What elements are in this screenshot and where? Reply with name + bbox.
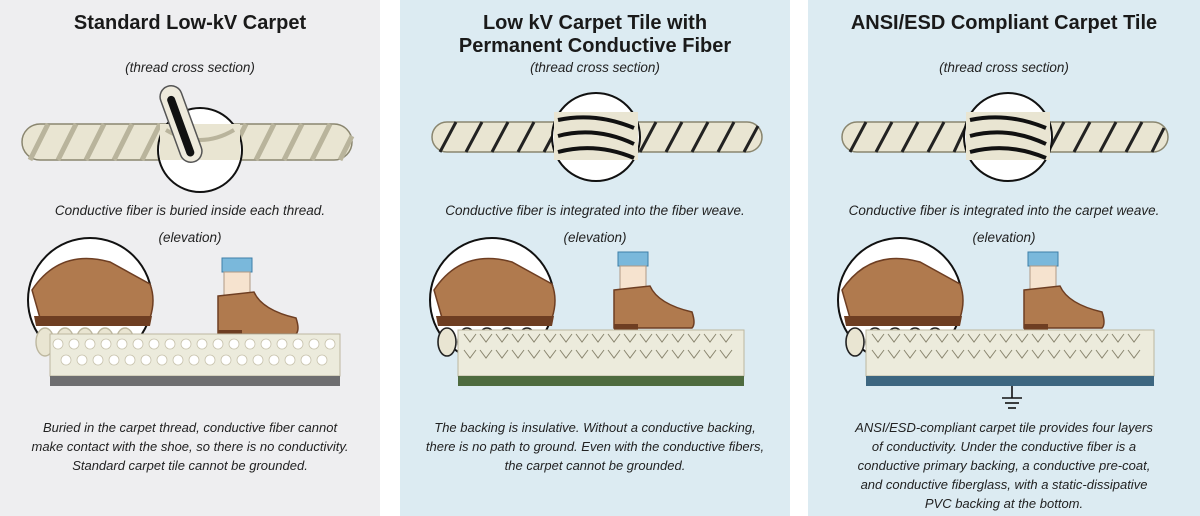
panel-title: Standard Low-kV Carpet xyxy=(0,12,380,35)
ground-symbol-icon xyxy=(1002,386,1022,409)
carpet-icon xyxy=(49,333,341,386)
panel-title: ANSI/ESD Compliant Carpet Tile xyxy=(808,12,1200,35)
thread-label: (thread cross section) xyxy=(530,60,660,75)
panel-illustration xyxy=(837,92,1169,409)
thread-label: (thread cross section) xyxy=(939,60,1069,75)
body-line: Buried in the carpet thread, conductive … xyxy=(42,420,338,435)
body-line: The backing is insulative. Without a con… xyxy=(434,420,756,435)
panel-title: Low kV Carpet Tile with Permanent Conduc… xyxy=(400,12,790,58)
magnifier-circle-icon xyxy=(551,92,641,182)
title-line: Standard Low-kV Carpet xyxy=(73,12,307,34)
body-line: conductive primary backing, a conductive… xyxy=(857,458,1151,473)
title-line: Permanent Conductive Fiber xyxy=(458,35,732,57)
carpet-icon xyxy=(865,329,1155,386)
panel-body-text: The backing is insulative. Without a con… xyxy=(410,418,780,475)
carpet-backing xyxy=(50,376,340,386)
carpet-backing xyxy=(866,376,1154,386)
thread-caption: Conductive fiber is integrated into the … xyxy=(445,203,745,218)
thread-caption: Conductive fiber is integrated into the … xyxy=(848,203,1160,218)
elevation-label: (elevation) xyxy=(158,230,222,245)
title-line: Low kV Carpet Tile with xyxy=(482,12,708,34)
title-line: ANSI/ESD Compliant Carpet Tile xyxy=(850,12,1158,34)
panel-body-text: Buried in the carpet thread, conductive … xyxy=(10,418,370,475)
body-line: the carpet cannot be grounded. xyxy=(504,458,686,473)
body-line: ANSI/ESD-compliant carpet tile provides … xyxy=(855,420,1153,435)
magnifier-circle-icon xyxy=(157,84,243,193)
body-line: and conductive fiberglass, with a static… xyxy=(860,477,1148,492)
body-line: of conductivity. Under the conductive fi… xyxy=(871,439,1137,454)
body-line: Standard carpet tile cannot be grounded. xyxy=(72,458,308,473)
panel-low-kv-carpet: Low kV Carpet Tile with Permanent Conduc… xyxy=(400,0,790,516)
shoe-icon xyxy=(1023,251,1105,330)
elevation-label: (elevation) xyxy=(563,230,627,245)
magnifier-circle-icon xyxy=(963,92,1053,182)
body-line: PVC backing at the bottom. xyxy=(924,496,1084,511)
panel-ansi-esd-carpet: ANSI/ESD Compliant Carpet Tile (thread c… xyxy=(808,0,1200,516)
elevation-label: (elevation) xyxy=(972,230,1036,245)
panel-body-text: ANSI/ESD-compliant carpet tile provides … xyxy=(818,418,1190,513)
shoe-icon xyxy=(217,257,299,336)
carpet-backing xyxy=(458,376,744,386)
panel-illustration xyxy=(21,84,355,386)
thread-caption: Conductive fiber is buried inside each t… xyxy=(54,203,326,218)
thread-label: (thread cross section) xyxy=(125,60,255,75)
body-line: make contact with the shoe, so there is … xyxy=(31,439,349,454)
carpet-icon xyxy=(457,329,745,386)
body-line: there is no path to ground. Even with th… xyxy=(425,439,765,454)
panel-standard-carpet: Standard Low-kV Carpet (thread cross sec… xyxy=(0,0,380,516)
shoe-icon xyxy=(613,251,695,330)
panel-illustration xyxy=(429,92,763,386)
